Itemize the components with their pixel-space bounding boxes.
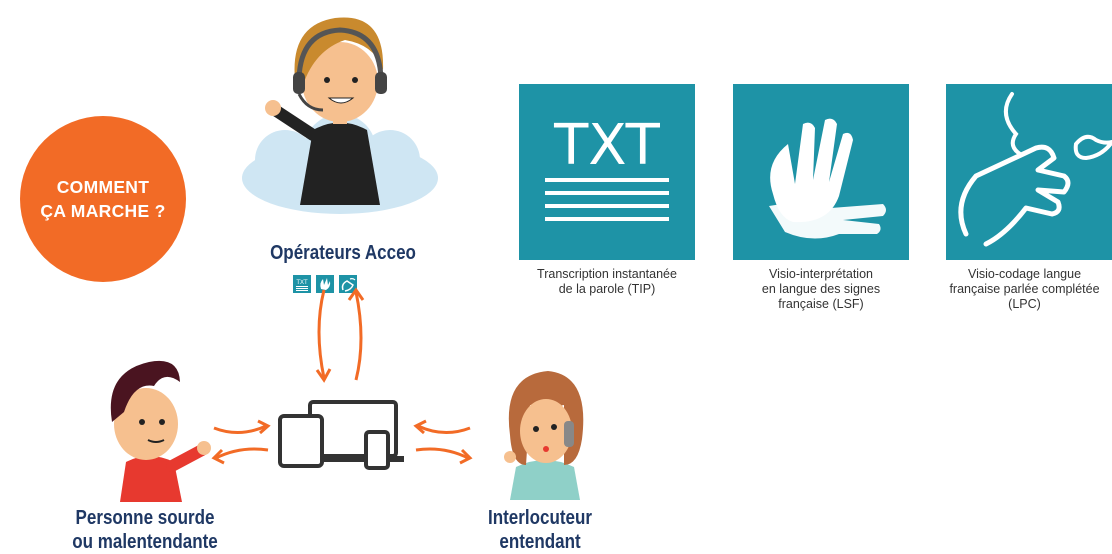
sign-language-hands-icon xyxy=(733,84,909,260)
mini-cued-speech-icon xyxy=(339,275,357,293)
service-caption-lpc: Visio-codage langue française parlée com… xyxy=(949,267,1100,311)
operator-illustration xyxy=(235,10,445,220)
txt-icon: TXT xyxy=(519,84,695,260)
devices-illustration xyxy=(276,398,406,470)
deaf-person-label: Personne sourde ou malentendante xyxy=(72,507,218,553)
svg-text:TXT: TXT xyxy=(296,280,308,286)
operators-label: Opérateurs Acceo xyxy=(270,242,416,264)
cued-speech-icon xyxy=(946,84,1112,260)
phone-icon xyxy=(364,430,390,470)
hearing-person-illustration xyxy=(490,365,600,500)
mini-sign-language-icon xyxy=(316,275,334,293)
how-it-works-badge: COMMENT ÇA MARCHE ? xyxy=(20,116,186,282)
badge-text: COMMENT ÇA MARCHE ? xyxy=(40,177,166,221)
phone-handset-icon xyxy=(564,421,574,447)
txt-tile-text: TXT xyxy=(553,113,661,178)
service-caption-tip: Transcription instantanée de la parole (… xyxy=(537,267,677,296)
tablet-icon xyxy=(278,414,324,468)
right-exchange-arrows xyxy=(412,418,474,468)
vertical-exchange-arrows xyxy=(306,280,376,390)
hearing-person-label: Interlocuteur entendant xyxy=(488,507,592,553)
left-exchange-arrows xyxy=(210,418,272,468)
service-caption-lsf: Visio-interprétation en langue des signe… xyxy=(761,267,881,311)
mini-txt-icon: TXT xyxy=(293,275,311,293)
deaf-person-illustration xyxy=(84,352,214,502)
